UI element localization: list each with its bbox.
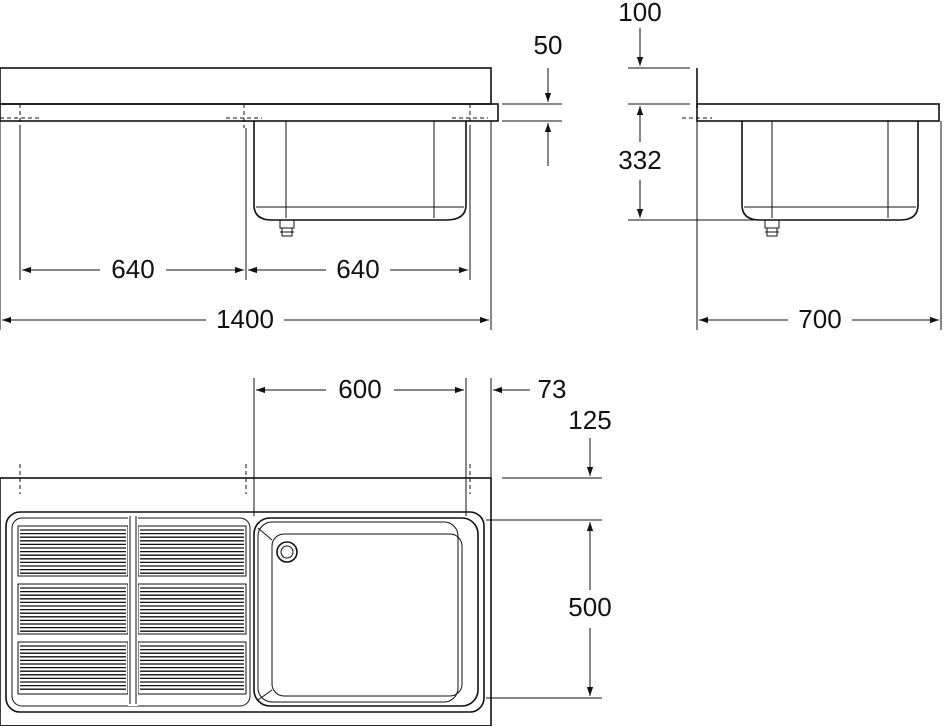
dim-front-total-label: 1400 [216, 304, 274, 334]
side-view: 100 332 700 [618, 0, 942, 334]
dim-bowl-depth-label: 332 [618, 145, 661, 175]
front-drain [279, 219, 295, 237]
plan-drain-icon [276, 541, 298, 563]
dim-side-top-offset: 100 [618, 0, 662, 66]
dim-plan-top-offset-label: 125 [568, 405, 611, 435]
dim-front-total: 1400 [2, 304, 489, 334]
dim-bowl-edge-offset-label: 73 [538, 374, 567, 404]
dim-bowl-length: 500 [568, 522, 612, 696]
dim-bowl-width-label: 600 [338, 374, 381, 404]
side-bowl [741, 121, 919, 221]
dim-side-total-label: 700 [798, 304, 841, 334]
dim-bowl-length-label: 500 [568, 592, 611, 622]
dim-side-total: 700 [699, 304, 939, 334]
front-countertop [0, 67, 492, 105]
front-bowl [253, 121, 467, 221]
dim-front-right-label: 640 [336, 254, 379, 284]
plan-bowl [253, 517, 479, 707]
dim-side-top-offset-label: 100 [618, 0, 661, 27]
dim-top-thickness: 50 [502, 30, 562, 166]
drainboard-grate [17, 516, 247, 706]
front-view: 640 640 1400 50 [0, 30, 562, 334]
dim-top-thickness-label: 50 [534, 30, 563, 60]
dim-bowl-width: 600 [256, 374, 464, 404]
dim-front-left-label: 640 [111, 254, 154, 284]
side-countertop [696, 103, 940, 122]
plan-view: 600 73 125 500 [0, 374, 612, 726]
dim-bowl-edge-offset: 73 [493, 374, 566, 404]
dim-front-left: 640 [22, 254, 244, 284]
plan-drainboard-outline [5, 511, 485, 713]
dim-front-right: 640 [248, 254, 468, 284]
front-countertop-edge [0, 103, 499, 122]
side-drain [764, 219, 780, 237]
dim-plan-top-offset: 125 [568, 405, 612, 476]
dim-bowl-depth: 332 [618, 106, 662, 218]
